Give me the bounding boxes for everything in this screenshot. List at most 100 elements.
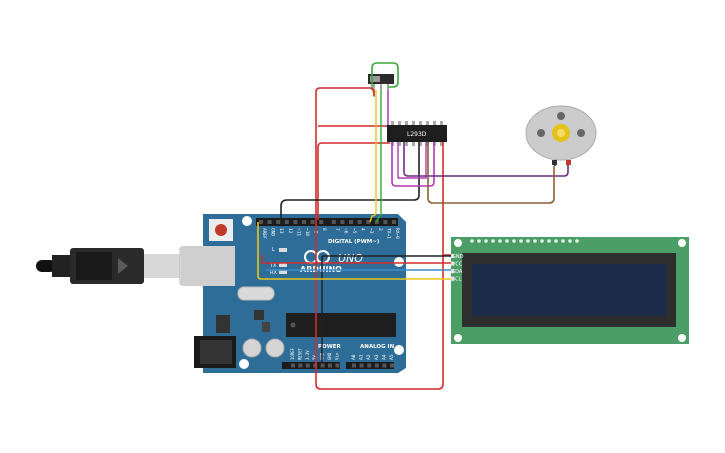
header-pin[interactable] [374, 363, 379, 368]
lcd-pad [498, 239, 502, 243]
digital-pin-label: ~3 [368, 228, 374, 234]
header-pin[interactable] [276, 220, 281, 224]
digital-pin-label: TX→1 [385, 228, 391, 239]
ic-pin[interactable] [419, 121, 422, 125]
lcd-pad [484, 239, 488, 243]
analog-pin-label: A1 [359, 354, 365, 360]
header-pin[interactable] [392, 220, 396, 224]
lcd-pad [519, 239, 523, 243]
header-pin[interactable] [366, 220, 371, 224]
digital-label: DIGITAL (PWM~) [328, 239, 380, 245]
lcd-pad [575, 239, 579, 243]
wire-yellow-digital [369, 90, 377, 223]
header-pin[interactable] [357, 220, 362, 224]
header-pin[interactable] [298, 363, 303, 368]
wire-brown-motor [427, 142, 555, 204]
wire-purple-motor [403, 142, 569, 177]
header-pin[interactable] [267, 220, 272, 224]
ic-pin[interactable] [391, 121, 394, 125]
analog-label: ANALOG IN [360, 344, 395, 350]
wire-red-power-loop [315, 87, 444, 390]
header-pin[interactable] [259, 220, 263, 224]
wire-red-ic-vcc2 [317, 142, 390, 220]
dc-motor-icon [525, 105, 597, 166]
ic-pin[interactable] [440, 121, 443, 125]
wire-green-digital [375, 90, 382, 223]
header-pin[interactable] [390, 363, 394, 368]
lcd-pin[interactable] [451, 276, 454, 281]
digital-pin-label: ~11 [295, 228, 301, 236]
ic-pin[interactable] [405, 142, 408, 146]
header-pin[interactable] [352, 363, 356, 368]
ic-pin[interactable] [398, 121, 401, 125]
header-pin[interactable] [340, 220, 345, 224]
header-pin[interactable] [293, 220, 298, 224]
lcd-module [451, 237, 689, 344]
lcd-pad [470, 239, 474, 243]
wire-red-lcd-vcc [442, 142, 451, 256]
digital-pin-label: AREF [261, 228, 267, 239]
lcd-pin-label: SCL [452, 277, 462, 283]
lcd-pad [540, 239, 544, 243]
header-pin[interactable] [328, 363, 332, 368]
tx-label: TX [269, 263, 277, 269]
digital-pin-label: 12 [287, 228, 293, 234]
digital-pin-label: 2 [377, 228, 383, 231]
header-pin[interactable] [359, 363, 364, 368]
analog-pin-label: A2 [366, 354, 372, 360]
header-pin[interactable] [382, 363, 387, 368]
ic-pin[interactable] [412, 121, 415, 125]
header-pin[interactable] [291, 363, 295, 368]
ic-pin[interactable] [440, 142, 443, 146]
header-pin[interactable] [331, 220, 336, 224]
digital-pin-label: 8 [321, 228, 327, 231]
header-pin[interactable] [335, 363, 340, 368]
digital-pin-label: GND [270, 228, 276, 236]
ic-pin[interactable] [419, 142, 422, 146]
l-label: L [272, 247, 275, 253]
power-label: POWER [318, 344, 342, 350]
header-pin[interactable] [319, 220, 324, 224]
ic-pin[interactable] [412, 142, 415, 146]
lcd-screen [472, 264, 666, 316]
lcd-pin[interactable] [451, 269, 454, 274]
wire-magenta-in2 [397, 142, 427, 179]
digital-pin-label: ~5 [351, 228, 357, 234]
analog-pin-label: A5 [389, 354, 395, 360]
reset-button[interactable] [215, 224, 227, 236]
lcd-pad [561, 239, 565, 243]
wire-red-5v [261, 255, 451, 264]
wire-yellow-scl [257, 222, 451, 280]
lcd-pin-label: SDA [452, 269, 463, 275]
ic-pin[interactable] [426, 121, 429, 125]
ic-pin[interactable] [398, 142, 401, 146]
header-pin[interactable] [302, 220, 306, 224]
lcd-pad [505, 239, 509, 243]
header-pin[interactable] [367, 363, 372, 368]
header-pin[interactable] [383, 220, 388, 224]
lcd-pin[interactable] [451, 254, 454, 258]
lcd-pin[interactable] [451, 261, 454, 266]
wire-magenta-in [391, 142, 435, 187]
rx-label: RX [270, 270, 277, 276]
analog-pin-label: A0 [351, 354, 357, 360]
analog-pin-label: A4 [381, 354, 387, 360]
wire-green-switch [371, 62, 399, 90]
header-pin[interactable] [349, 220, 353, 224]
digital-pin-label: 7 [334, 228, 340, 231]
lcd-pad [533, 239, 537, 243]
wire-black-gnd [280, 142, 420, 218]
header-pin[interactable] [310, 220, 315, 224]
header-pin[interactable] [305, 363, 310, 368]
header-pin[interactable] [320, 363, 325, 368]
lcd-pin-label: VCC [452, 261, 463, 267]
lcd-pad [491, 239, 495, 243]
ic-pin[interactable] [433, 121, 436, 125]
l293d-driver-ic: L293D [387, 121, 447, 146]
digital-pin-label: ~10 [304, 228, 310, 236]
power-pin-label: RESET [297, 347, 302, 360]
ic-pin[interactable] [405, 121, 408, 125]
header-pin[interactable] [284, 220, 289, 224]
